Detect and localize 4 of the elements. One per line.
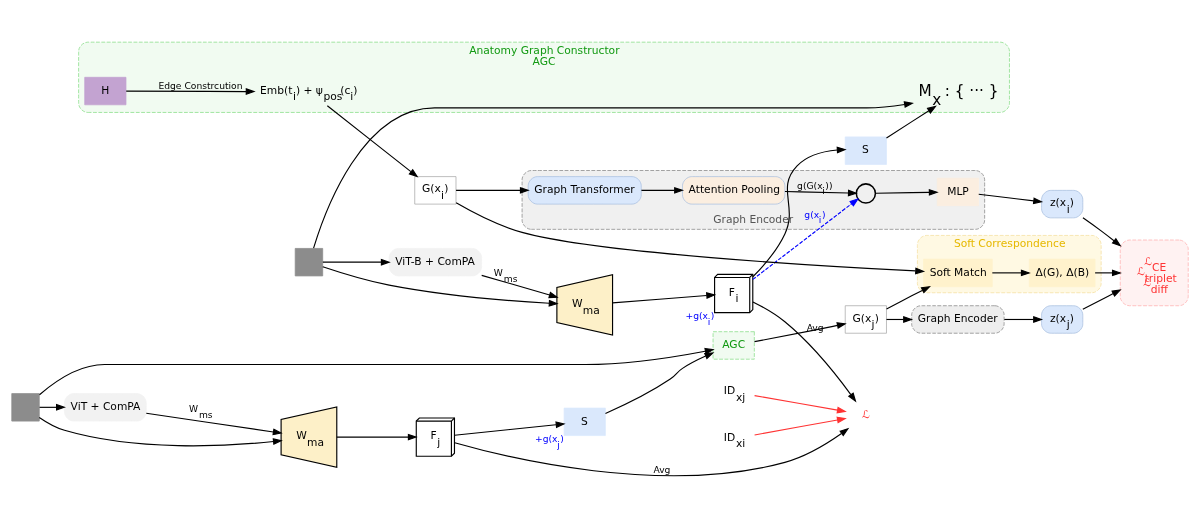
edge-label: Edge Constrcution: [158, 79, 243, 91]
edge-label: Avg: [653, 463, 671, 475]
node-text: ℒ: [862, 407, 870, 421]
edge-label: Avg: [806, 321, 824, 333]
